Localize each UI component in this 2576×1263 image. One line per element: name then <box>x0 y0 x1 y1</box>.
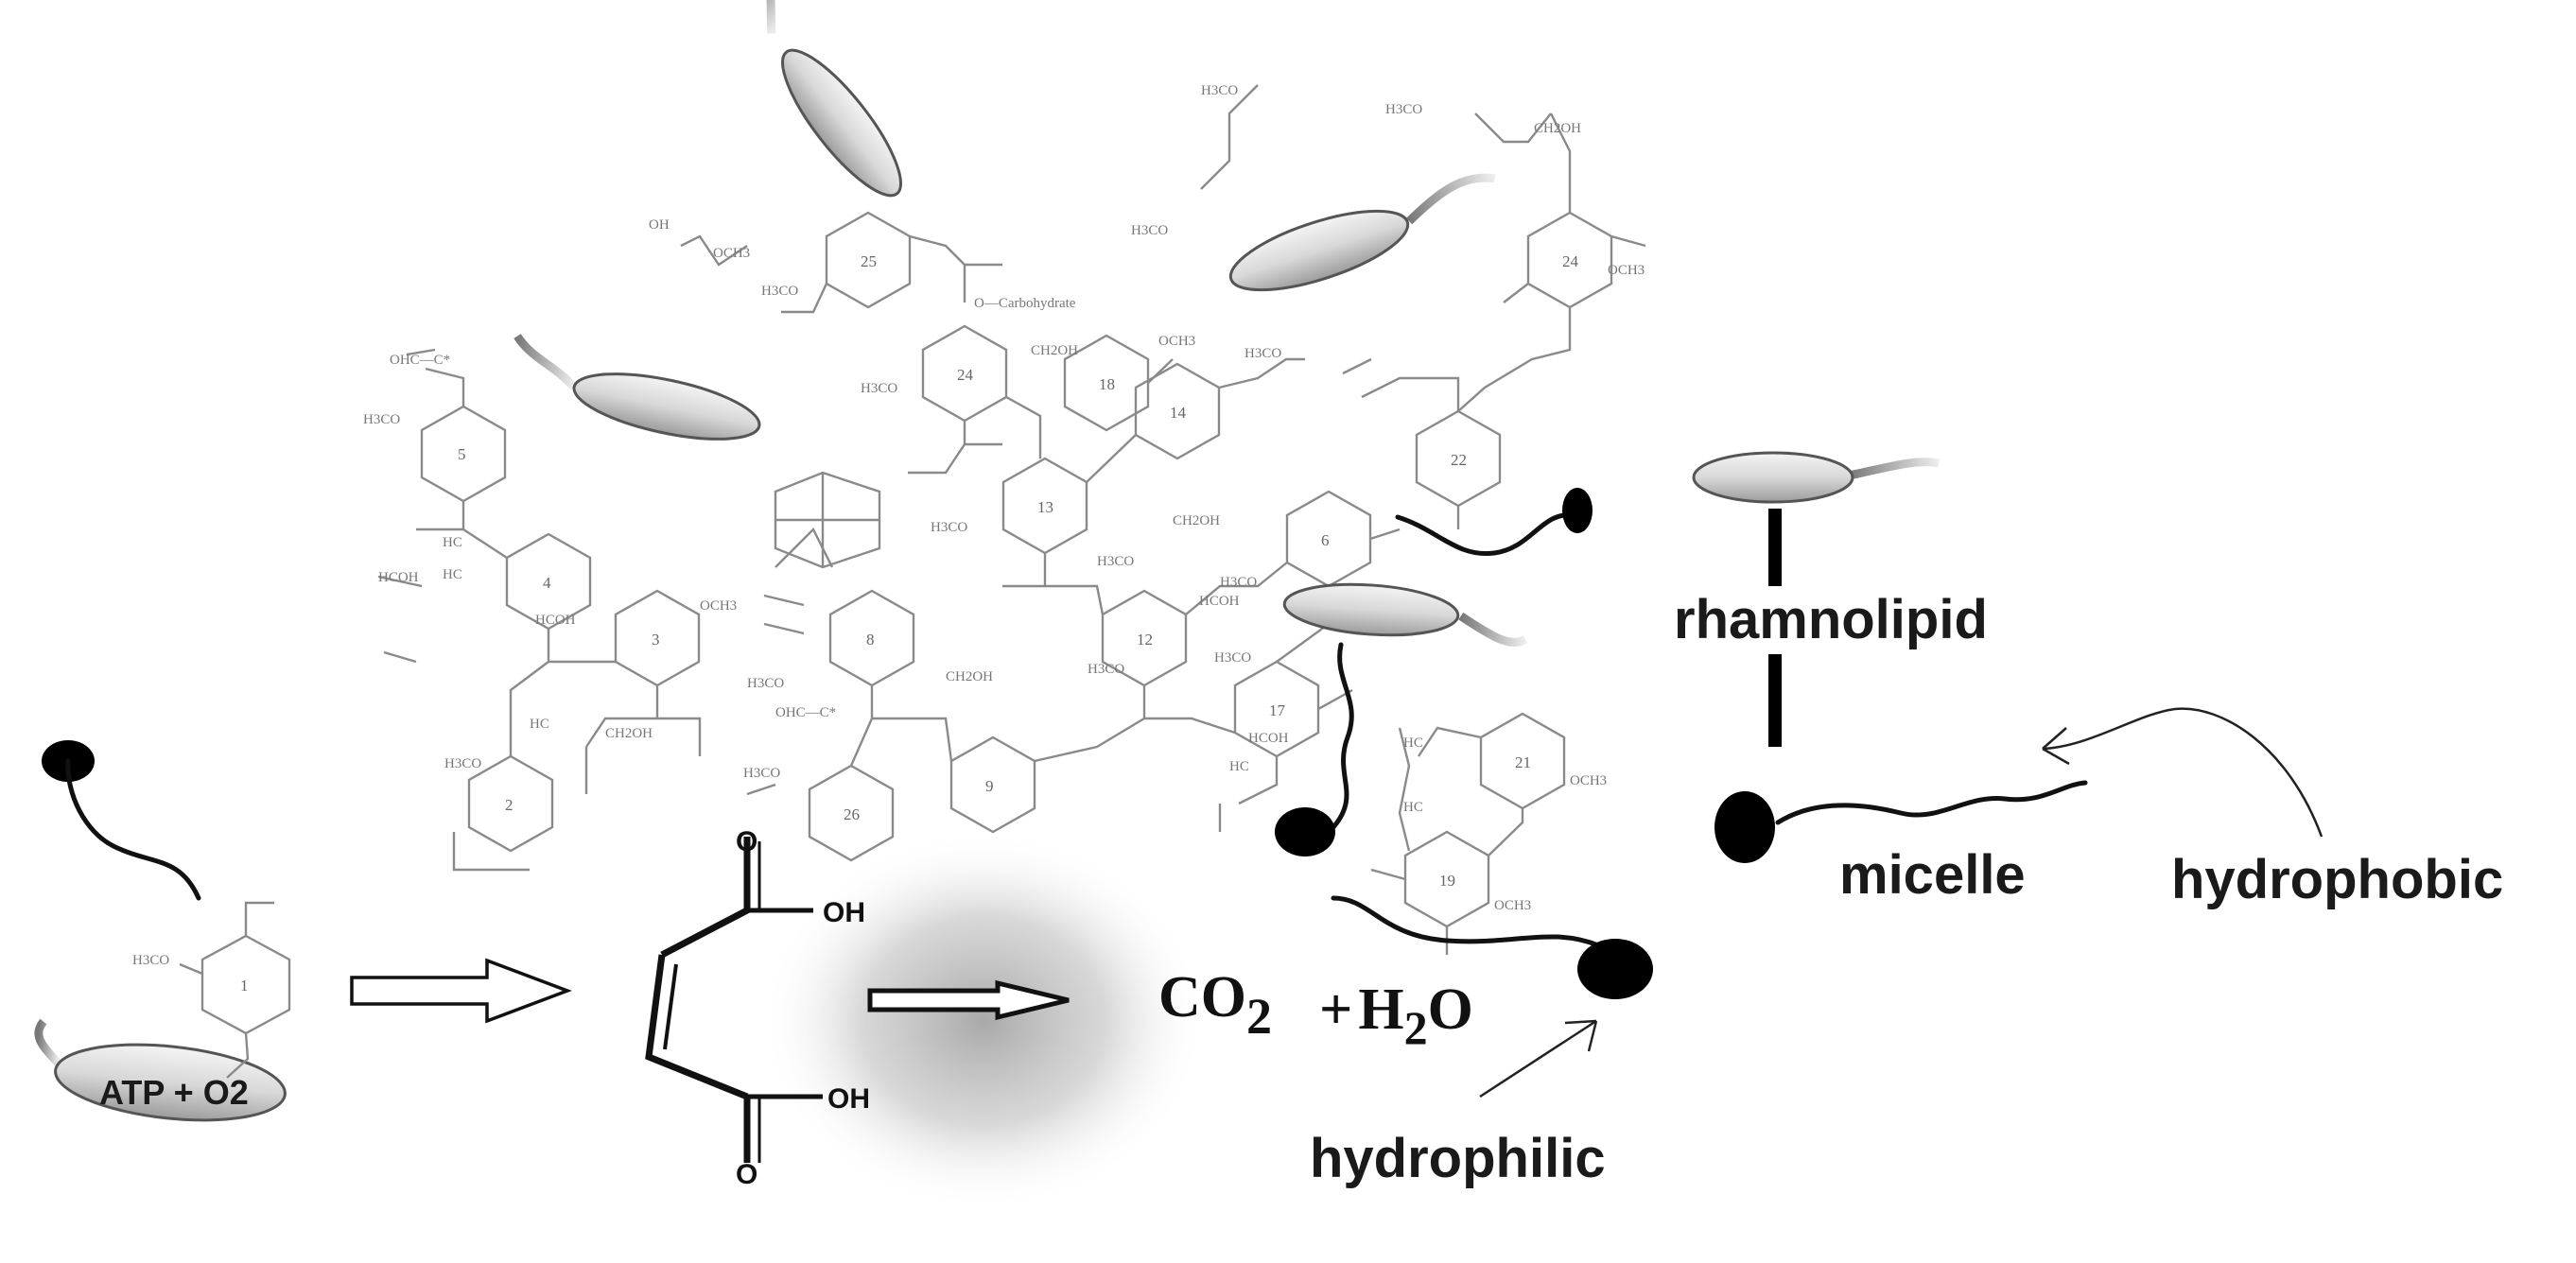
svg-text:HC: HC <box>443 535 462 550</box>
hydrophilic-label: hydrophilic <box>1310 1128 1606 1189</box>
svg-text:12: 12 <box>1137 631 1153 649</box>
muconic-acid: O OH OH O <box>645 826 870 1190</box>
micelle-label: micelle <box>1839 844 2026 906</box>
svg-text:24: 24 <box>1562 252 1579 270</box>
svg-text:H3CO: H3CO <box>1244 346 1281 361</box>
svg-text:OHC—C*: OHC—C* <box>390 353 450 368</box>
reaction-arrow-2 <box>867 979 1070 1021</box>
svg-text:8: 8 <box>866 631 875 649</box>
svg-text:OCH3: OCH3 <box>700 598 737 614</box>
hydroxyl-bottom: OH <box>827 1083 870 1115</box>
h2o-text: +H2O <box>1319 978 1473 1054</box>
svg-text:HCOH: HCOH <box>1199 594 1240 609</box>
lignin-structure: 25 24 14 5 13 4 3 8 12 6 22 24 17 9 21 1… <box>363 83 1646 955</box>
bacterium-rhamnolipid <box>1692 451 1940 504</box>
surfactant-lower <box>1331 895 1653 999</box>
svg-text:18: 18 <box>1099 375 1115 393</box>
svg-text:3: 3 <box>652 631 660 649</box>
bacterium-left <box>513 333 761 441</box>
svg-text:OCH3: OCH3 <box>1608 263 1645 278</box>
atp-o2-label: ATP + O2 <box>99 1073 249 1112</box>
svg-text:H3CO: H3CO <box>861 381 897 396</box>
svg-text:22: 22 <box>1451 451 1467 469</box>
svg-text:25: 25 <box>861 252 877 270</box>
bacterium-top <box>754 0 903 198</box>
products-formula: CO2 +H2O <box>1158 965 1473 1054</box>
carbonyl-o-bottom: O <box>736 1159 757 1190</box>
svg-text:OCH3: OCH3 <box>1570 773 1607 788</box>
svg-text:H3CO: H3CO <box>1097 554 1134 569</box>
lignin-ring-numbers: 25 24 14 5 13 4 3 8 12 6 22 24 17 9 21 1… <box>458 252 1579 890</box>
svg-text:HC: HC <box>530 717 549 732</box>
svg-text:CH2OH: CH2OH <box>946 669 993 684</box>
svg-text:24: 24 <box>957 366 974 384</box>
svg-text:H3CO: H3CO <box>1385 102 1422 117</box>
svg-text:26: 26 <box>844 805 860 823</box>
svg-text:CH2OH: CH2OH <box>605 726 653 741</box>
svg-text:2: 2 <box>505 796 513 814</box>
svg-text:1: 1 <box>240 977 249 995</box>
svg-text:OCH3: OCH3 <box>713 246 750 261</box>
hydroxyl-top: OH <box>823 897 865 928</box>
svg-text:H3CO: H3CO <box>132 953 169 968</box>
svg-text:14: 14 <box>1170 404 1187 422</box>
carbonyl-o-top: O <box>736 826 757 857</box>
svg-text:CH2OH: CH2OH <box>1031 343 1078 358</box>
hydrophobic-arrow <box>2042 707 2324 838</box>
svg-text:4: 4 <box>543 574 551 592</box>
svg-text:OCH3: OCH3 <box>1494 898 1531 913</box>
bacterium-bottom-left <box>34 1018 287 1122</box>
svg-text:O—Carbohydrate: O—Carbohydrate <box>974 296 1076 311</box>
hydrophobic-label: hydrophobic <box>2171 849 2503 910</box>
bacterium-upper-right <box>1228 173 1496 292</box>
svg-text:OH: OH <box>649 217 670 233</box>
rhamnolipid-label: rhamnolipid <box>1674 589 1988 650</box>
co2-text: CO2 <box>1158 965 1272 1045</box>
hydrophilic-arrow <box>1479 1019 1598 1099</box>
svg-text:H3CO: H3CO <box>363 412 400 427</box>
svg-text:H3CO: H3CO <box>1201 83 1238 98</box>
svg-text:HCOH: HCOH <box>378 570 419 585</box>
svg-text:OHC—C*: OHC—C* <box>775 705 836 720</box>
lignin-rings <box>420 211 1613 928</box>
svg-text:HC: HC <box>443 567 462 582</box>
svg-text:HC: HC <box>1229 759 1249 774</box>
svg-text:H3CO: H3CO <box>747 676 784 691</box>
substrate-ring: 1 H3CO <box>132 901 291 1079</box>
svg-text:H3CO: H3CO <box>444 756 481 771</box>
svg-text:H3CO: H3CO <box>1220 575 1257 590</box>
svg-text:CH2OH: CH2OH <box>1534 121 1581 136</box>
svg-text:HCOH: HCOH <box>1248 731 1289 746</box>
surfactant-left <box>42 740 201 901</box>
surfactant-micelle <box>1714 780 2088 863</box>
bacterium-middle <box>1282 582 1528 647</box>
svg-text:5: 5 <box>458 445 466 463</box>
svg-text:19: 19 <box>1439 872 1455 890</box>
lignin-sugar-unit <box>774 471 881 569</box>
svg-text:H3CO: H3CO <box>1088 662 1124 677</box>
bacteria-group <box>34 0 1940 1122</box>
svg-text:H3CO: H3CO <box>761 284 798 299</box>
svg-text:9: 9 <box>985 777 994 795</box>
svg-text:13: 13 <box>1037 498 1053 516</box>
lignin-text-labels: H3CO H3CO CH2OH OCH3 H3CO H3CO OH OCH3 O… <box>363 83 1645 913</box>
svg-text:H3CO: H3CO <box>743 766 780 781</box>
degradation-halo <box>761 832 1206 1210</box>
svg-text:H3CO: H3CO <box>1214 650 1251 666</box>
svg-text:HC: HC <box>1403 800 1423 815</box>
svg-text:21: 21 <box>1515 753 1531 771</box>
svg-text:CH2OH: CH2OH <box>1173 513 1220 528</box>
surfactant-top-right <box>1395 488 1593 557</box>
reaction-arrow-1 <box>350 958 572 1024</box>
svg-text:H3CO: H3CO <box>931 520 967 535</box>
svg-text:6: 6 <box>1321 531 1330 549</box>
svg-text:HCOH: HCOH <box>535 613 576 628</box>
svg-text:H3CO: H3CO <box>1131 223 1168 238</box>
svg-text:17: 17 <box>1269 701 1286 719</box>
svg-text:OCH3: OCH3 <box>1158 334 1195 349</box>
lignin-bonds <box>377 84 1646 955</box>
svg-text:HC: HC <box>1403 735 1423 751</box>
surfactant-middle <box>1275 642 1354 856</box>
